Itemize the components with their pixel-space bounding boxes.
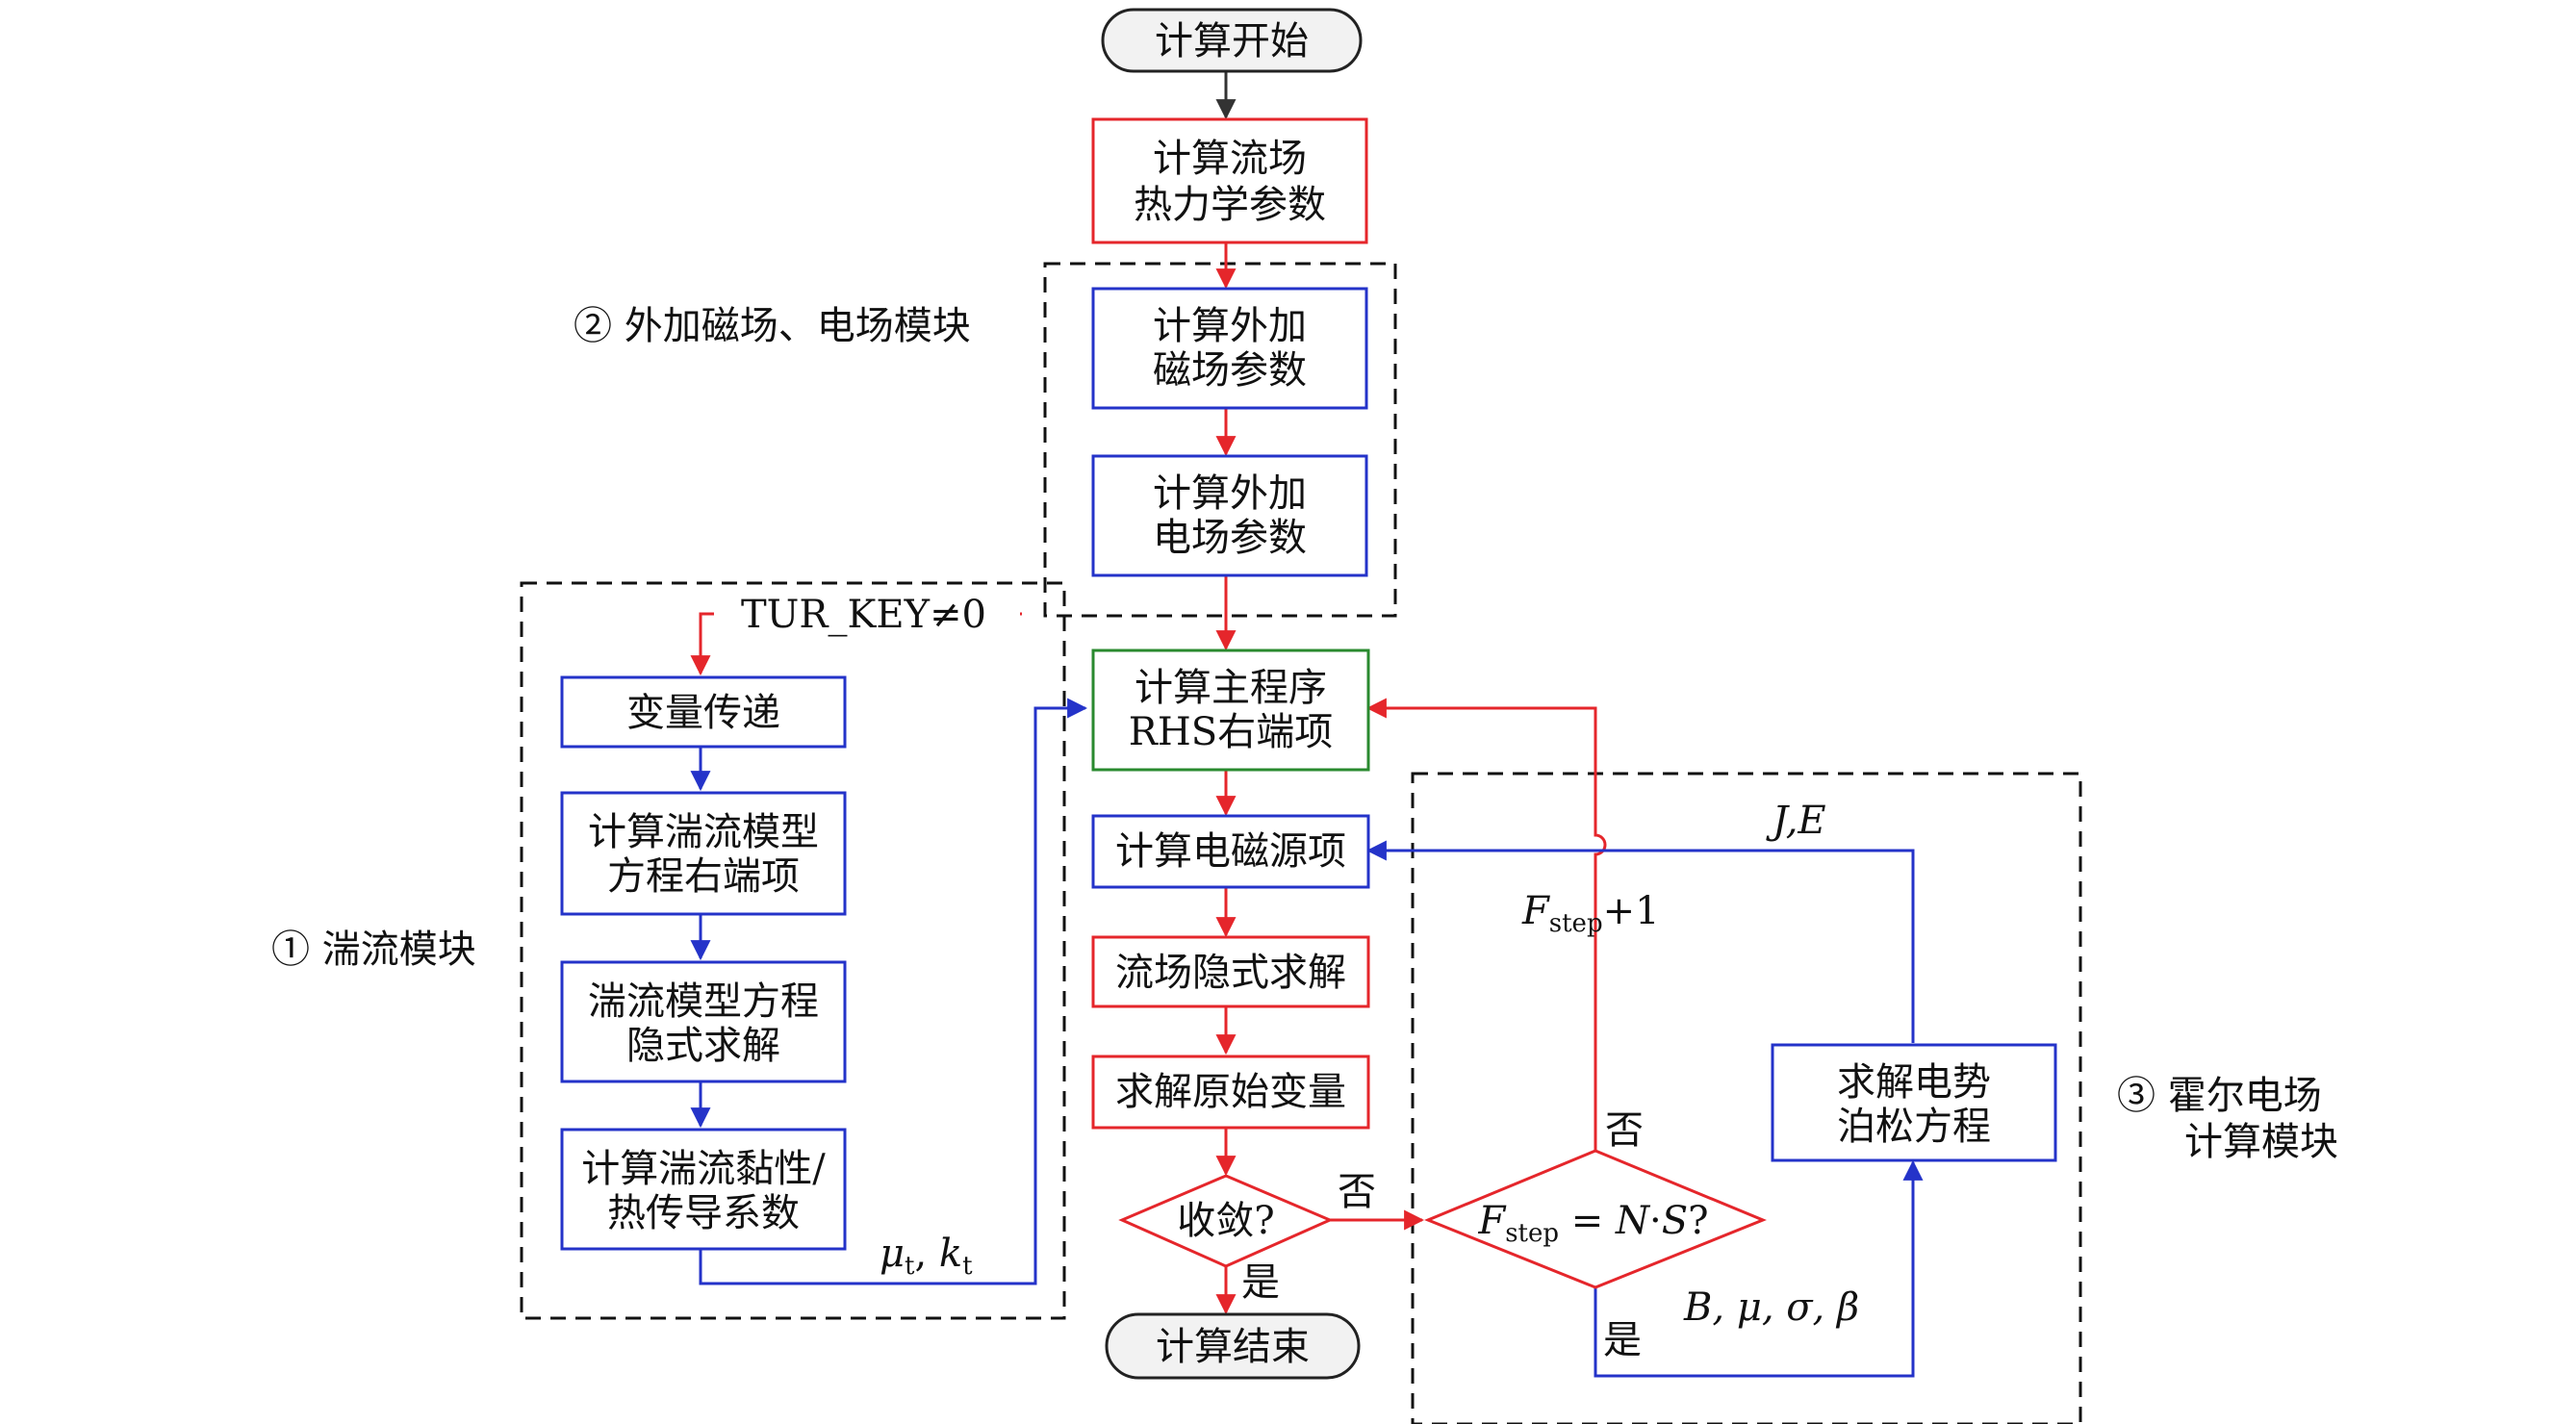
start-node-label: 计算开始 — [1155, 19, 1309, 64]
var-transfer-box — [560, 675, 847, 749]
turbulence-module-label: ① 湍流模块 — [271, 928, 476, 972]
mu-k-label: μt, kt — [880, 1232, 973, 1281]
turb-rhs-line1: 计算湍流模型 — [588, 810, 819, 854]
turb-rhs-line2: 方程右端项 — [607, 854, 800, 899]
turb-implicit-line2: 隐式求解 — [626, 1024, 780, 1068]
flow-params-line2: 热力学参数 — [1134, 183, 1326, 227]
yes-end-label: 是 — [1241, 1260, 1280, 1305]
turb-implicit-box — [560, 960, 847, 1083]
em-source-label: 计算电磁源项 — [1115, 829, 1346, 874]
end-node — [1105, 1312, 1361, 1380]
edge-poisson-em — [1365, 840, 1915, 1043]
b-mu-label: B, μ, σ, β — [1683, 1285, 1859, 1330]
flow-params-line1: 计算流场 — [1153, 137, 1307, 181]
tur-key-label: TUR_KEY≠0 — [741, 593, 986, 637]
start-node — [1101, 8, 1363, 73]
edge-visc-main — [699, 698, 1088, 1285]
turbulence-module-region — [520, 581, 1066, 1320]
turb-implicit-line1: 湍流模型方程 — [588, 979, 819, 1024]
edge-fstep-poisson — [1594, 1159, 1924, 1378]
fstep-diamond — [1424, 1149, 1767, 1289]
var-transfer-label: 变量传递 — [626, 691, 780, 735]
hall-module-label-line2: 计算模块 — [2184, 1120, 2338, 1164]
primitive-vars-label: 求解原始变量 — [1115, 1070, 1346, 1114]
main-rhs-line1: 计算主程序 — [1135, 666, 1327, 710]
elec-params-line1: 计算外加 — [1153, 471, 1307, 516]
poisson-line2: 泊松方程 — [1837, 1105, 1991, 1149]
poisson-box — [1771, 1043, 2057, 1162]
external-field-module-label: ② 外加磁场、电场模块 — [574, 304, 971, 348]
turb-visc-line2: 热传导系数 — [607, 1191, 800, 1235]
fstep-plus-label: Fstep+1 — [1521, 889, 1660, 938]
poisson-line1: 求解电势 — [1837, 1060, 1991, 1105]
external-field-module-region — [1043, 262, 1397, 618]
mag-params-box — [1091, 287, 1368, 410]
elec-params-box — [1091, 454, 1368, 577]
edge-fstep-main — [1365, 698, 1607, 1151]
hall-field-module-region — [1411, 772, 2082, 1424]
no-fstep-label: 否 — [1338, 1170, 1376, 1214]
elec-params-line2: 电场参数 — [1153, 516, 1307, 560]
fstep-label: Fstep = N·S? — [1477, 1199, 1708, 1248]
implicit-solve-box — [1091, 935, 1370, 1008]
turb-visc-line1: 计算湍流黏性/ — [581, 1147, 826, 1191]
je-label: J,E — [1766, 799, 1826, 843]
primitive-vars-box — [1091, 1055, 1370, 1130]
implicit-solve-label: 流场隐式求解 — [1115, 951, 1346, 995]
main-rhs-line2: RHS右端项 — [1129, 710, 1333, 754]
turkey-label-bg — [714, 589, 1020, 637]
mag-params-line1: 计算外加 — [1153, 304, 1307, 348]
em-source-box — [1091, 814, 1370, 889]
mag-params-line2: 磁场参数 — [1153, 348, 1307, 393]
hall-module-label-line1: ③ 霍尔电场 — [2117, 1074, 2322, 1118]
turb-rhs-box — [560, 791, 847, 916]
turb-visc-box — [560, 1128, 847, 1251]
fstep-no-label: 否 — [1605, 1108, 1644, 1153]
flow-params-box — [1091, 117, 1368, 244]
end-node-label: 计算结束 — [1156, 1325, 1310, 1369]
fstep-yes-label: 是 — [1603, 1318, 1642, 1362]
converge-diamond — [1118, 1174, 1334, 1268]
converge-label: 收敛? — [1177, 1199, 1274, 1243]
main-rhs-box — [1091, 648, 1370, 772]
